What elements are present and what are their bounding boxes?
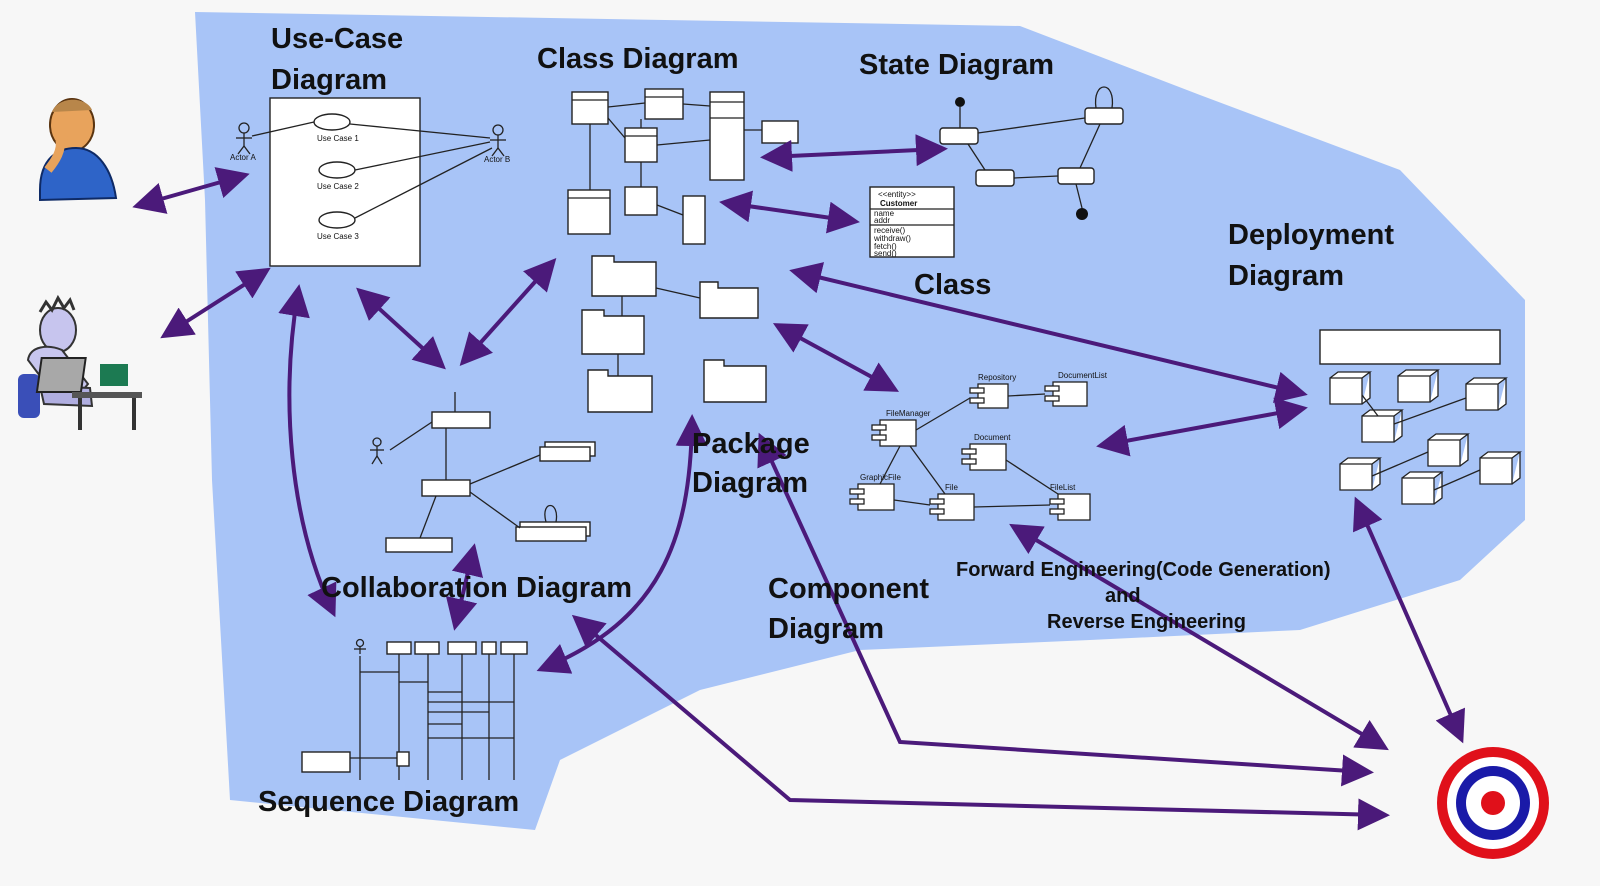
class-attr-2: addr [874, 216, 890, 225]
target-icon [1437, 747, 1549, 859]
class-attr-1: name [874, 209, 895, 218]
package-diagram-sketch [581, 255, 767, 413]
actor-a-icon [236, 122, 252, 155]
component-label-line2: Diagram [768, 613, 884, 645]
actor-b-icon [490, 124, 506, 157]
use-case-2-label: Use Case 2 [317, 182, 359, 191]
package-label-line2: Diagram [692, 467, 808, 499]
engineering-label-line1: Forward Engineering(Code Generation) [956, 559, 1330, 581]
deployment-label-line1: Deployment [1228, 219, 1394, 251]
sequence-label: Sequence Diagram [258, 786, 519, 818]
class-diagram-sketch [567, 88, 799, 245]
class-op-3: fetch() [874, 242, 897, 251]
use-case-label-line2: Diagram [271, 64, 387, 96]
use-case-3-label: Use Case 3 [317, 232, 359, 241]
customer-class-box: <<entity>> Customer name addr receive() … [869, 186, 955, 258]
component-graphicfile: GraphicFile [860, 473, 901, 482]
class-op-2: withdraw() [873, 234, 911, 243]
component-filemanager: FileManager [886, 409, 931, 418]
class-label: Class [914, 269, 991, 301]
use-case-label-line1: Use-Case [271, 23, 403, 55]
component-document: Document [974, 433, 1011, 442]
state-diagram-label: State Diagram [859, 49, 1054, 81]
computer-user-icon [18, 294, 142, 430]
class-diagram-label: Class Diagram [537, 43, 739, 75]
deployment-label-line2: Diagram [1228, 260, 1344, 292]
actor-a-label: Actor A [230, 153, 256, 162]
thinking-person-icon [39, 98, 118, 202]
relationship-arrows [132, 134, 1465, 831]
class-op-4: send() [874, 249, 897, 258]
use-case-1-label: Use Case 1 [317, 134, 359, 143]
class-name: Customer [880, 199, 917, 208]
component-documentlist: DocumentList [1058, 371, 1108, 380]
collab-actor-icon [370, 437, 384, 465]
package-label-line1: Package [692, 428, 810, 460]
state-diagram-sketch [939, 86, 1124, 220]
actor-b-label: Actor B [484, 155, 510, 164]
sequence-actor-icon [354, 638, 366, 654]
component-label-line1: Component [768, 573, 929, 605]
component-file: File [945, 483, 958, 492]
class-stereotype: <<entity>> [878, 190, 916, 199]
component-repository: Repository [978, 373, 1016, 382]
collaboration-label: Collaboration Diagram [321, 572, 632, 604]
engineering-label-line2: and [1105, 585, 1141, 607]
use-case-diagram: Actor A Actor B Use Case 1 Use Case 2 Us… [230, 97, 510, 267]
class-op-1: receive() [874, 226, 905, 235]
sequence-diagram-sketch [301, 638, 528, 780]
engineering-label-line3: Reverse Engineering [1047, 611, 1246, 633]
